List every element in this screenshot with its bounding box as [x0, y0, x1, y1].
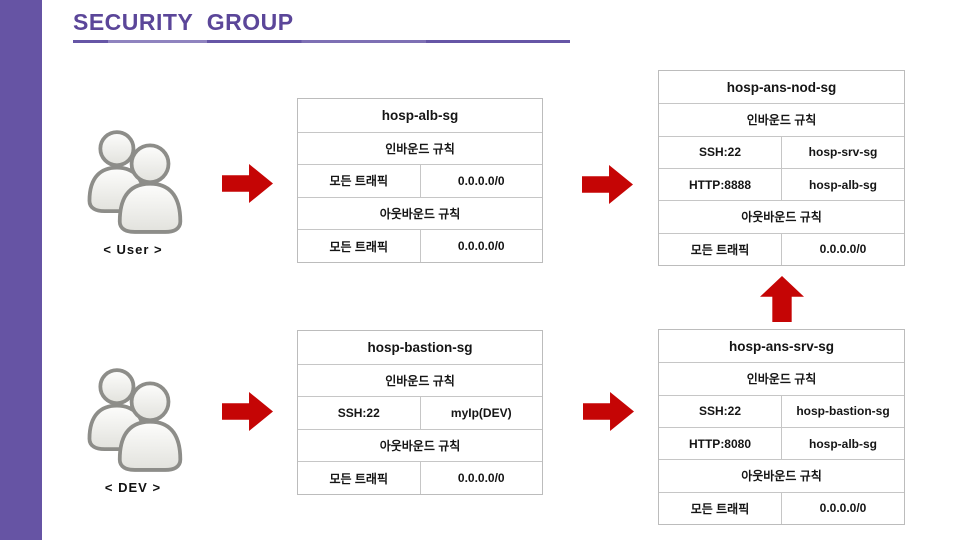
rule-traffic: 모든 트래픽 [329, 174, 389, 189]
rule-row: 모든 트래픽 0.0.0.0/0 [659, 491, 904, 524]
rule-port: HTTP:8080 [688, 436, 752, 451]
rule-traffic: 모든 트래픽 [690, 242, 750, 257]
section-header-inbound: 인바운드 규칙 [298, 131, 542, 165]
actor-dev-label: < DEV > [104, 480, 162, 495]
rule-port: SSH:22 [698, 145, 742, 160]
sg-table-hosp-bastion: hosp-bastion-sg 인바운드 규칙 SSH:22 myIp(DEV)… [297, 330, 543, 495]
rule-source: 0.0.0.0/0 [781, 492, 904, 524]
rule-row: SSH:22 myIp(DEV) [298, 396, 542, 429]
left-accent-bar [0, 0, 42, 540]
rule-port: SSH:22 [698, 404, 742, 419]
rule-row: 모든 트래픽 0.0.0.0/0 [298, 164, 542, 197]
sg-table-hosp-alb: hosp-alb-sg 인바운드 규칙 모든 트래픽 0.0.0.0/0 아웃바… [297, 98, 543, 263]
section-header-outbound: 아웃바운드 규칙 [659, 459, 904, 491]
actor-user-label: < User > [103, 242, 163, 257]
rule-row: 모든 트래픽 0.0.0.0/0 [298, 229, 542, 262]
arrow-srv-to-nod [760, 276, 804, 322]
rule-source: 0.0.0.0/0 [419, 165, 543, 197]
users-icon [87, 368, 183, 472]
rule-traffic: 모든 트래픽 [329, 471, 389, 486]
rule-port: SSH:22 [337, 405, 380, 420]
rule-port: HTTP:8888 [688, 177, 752, 192]
rule-row: 모든 트래픽 0.0.0.0/0 [659, 232, 904, 265]
actor-user: < User > [68, 120, 198, 257]
rule-source: 0.0.0.0/0 [419, 462, 543, 494]
arrow-bastion-to-srv [583, 392, 634, 431]
rule-source: hosp-bastion-sg [781, 395, 904, 427]
section-header-inbound: 인바운드 규칙 [659, 103, 904, 135]
rule-row: SSH:22 hosp-bastion-sg [659, 394, 904, 427]
actor-dev: < DEV > [68, 358, 198, 495]
sg-table-hosp-ans-srv: hosp-ans-srv-sg 인바운드 규칙 SSH:22 hosp-bast… [658, 329, 905, 525]
table-title: hosp-bastion-sg [367, 339, 473, 355]
section-header-outbound: 아웃바운드 규칙 [298, 196, 542, 230]
arrow-user-to-alb [222, 164, 273, 203]
table-title: hosp-alb-sg [381, 107, 459, 123]
rule-row: SSH:22 hosp-srv-sg [659, 135, 904, 168]
rule-row: HTTP:8080 hosp-alb-sg [659, 426, 904, 460]
rule-row: HTTP:8888 hosp-alb-sg [659, 167, 904, 201]
rule-traffic: 모든 트래픽 [690, 501, 750, 516]
section-header-outbound: 아웃바운드 규칙 [298, 428, 542, 462]
table-title: hosp-ans-srv-sg [728, 338, 835, 354]
rule-source: myIp(DEV) [419, 397, 543, 429]
rule-source: hosp-alb-sg [781, 168, 904, 201]
section-header-outbound: 아웃바운드 규칙 [659, 200, 904, 232]
rule-source: hosp-alb-sg [781, 427, 904, 460]
users-icon [87, 130, 183, 234]
rule-traffic: 모든 트래픽 [329, 239, 389, 254]
rule-source: 0.0.0.0/0 [781, 233, 904, 265]
arrow-alb-to-nod [582, 165, 633, 204]
section-header-inbound: 인바운드 규칙 [298, 363, 542, 397]
rule-source: hosp-srv-sg [781, 136, 904, 168]
title-underline [73, 40, 570, 43]
table-title: hosp-ans-nod-sg [726, 79, 837, 95]
section-header-inbound: 인바운드 규칙 [659, 362, 904, 394]
sg-table-hosp-ans-nod: hosp-ans-nod-sg 인바운드 규칙 SSH:22 hosp-srv-… [658, 70, 905, 266]
rule-row: 모든 트래픽 0.0.0.0/0 [298, 461, 542, 494]
arrow-dev-to-bastion [222, 392, 273, 431]
page-title: SECURITY GROUP [73, 9, 294, 35]
rule-source: 0.0.0.0/0 [419, 230, 543, 262]
